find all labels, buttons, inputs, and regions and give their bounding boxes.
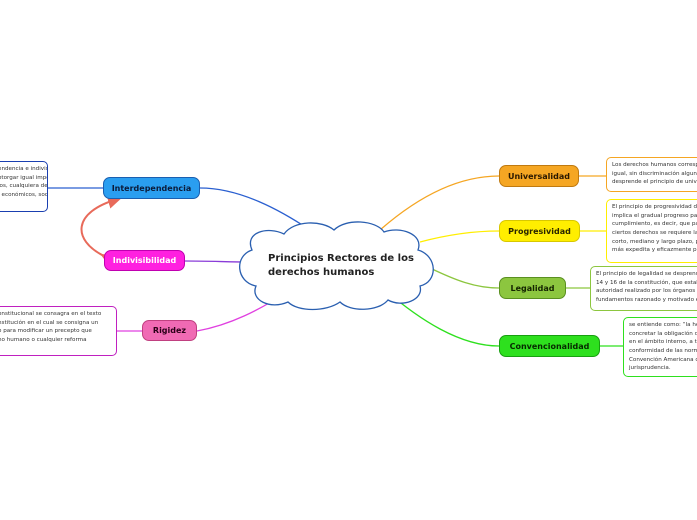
note-legalidad-line-1: El principio de legalidad se desprende [596, 271, 697, 277]
note-progresividad-line-3: cumplimiento, es decir, que par [612, 221, 697, 228]
central-cloud[interactable] [239, 221, 434, 311]
central-topic-line-1: Principios Rectores de los [268, 253, 414, 264]
note-universalidad-line-3: desprende el principio de unive [612, 179, 697, 186]
link-universalidad [379, 175, 500, 231]
node-indivisibilidad-label: Indivisibilidad [112, 256, 177, 265]
note-rigidez: onstitucional se consagra en el texto ns… [0, 306, 117, 356]
note-convencionalidad-line-2: concretar la obligación d [629, 330, 697, 337]
note-progresividad-line-5: corto, mediano y largo plazo, p [612, 238, 697, 245]
central-topic[interactable]: Principios Rectores de los derechos huma… [268, 252, 418, 279]
node-convencionalidad[interactable]: Convencionalidad [499, 335, 600, 357]
note-interdependencia-line-4: , económicos, sociales o [0, 191, 48, 198]
relationship-arrow [80, 194, 122, 267]
note-interdependencia-line-1: endencia e indivisibilidad [0, 166, 48, 172]
note-convencionalidad: se entiende como: “la he concretar la ob… [623, 317, 697, 377]
note-rigidez-line-1: onstitucional se consagra en el texto [0, 311, 102, 317]
node-universalidad-label: Universalidad [507, 171, 570, 181]
note-convencionalidad-line-6: jurisprudencia. [629, 365, 671, 372]
note-rigidez-line-2: nstitución en el cual se consigna un [0, 319, 99, 326]
node-progresividad[interactable]: Progresividad [499, 220, 580, 242]
node-universalidad[interactable]: Universalidad [499, 165, 579, 187]
node-progresividad-label: Progresividad [508, 226, 571, 236]
node-indivisibilidad[interactable]: Indivisibilidad [104, 250, 185, 271]
node-interdependencia[interactable]: Interdependencia [103, 177, 200, 199]
note-legalidad-line-2: 14 y 16 de la constitución, que establ [596, 279, 697, 286]
note-progresividad-line-1: El principio de progresividad de [612, 204, 697, 210]
note-universalidad-line-1: Los derechos humanos corresp [612, 162, 697, 168]
note-progresividad-line-6: más expedita y eficazmente po [612, 247, 697, 254]
note-convencionalidad-line-3: en el ámbito interno, a t [629, 339, 697, 346]
node-rigidez[interactable]: Rigidez [142, 320, 197, 341]
node-rigidez-label: Rigidez [152, 326, 187, 335]
note-legalidad-line-4: fundamentos razonado y motivado e [596, 296, 697, 303]
note-universalidad: Los derechos humanos corresp igual, sin … [606, 157, 697, 192]
note-progresividad-line-2: implica el gradual progreso par [612, 212, 697, 219]
node-legalidad[interactable]: Legalidad [499, 277, 566, 299]
link-legalidad [429, 267, 500, 289]
note-convencionalidad-line-4: conformidad de las norm [629, 347, 697, 354]
note-interdependencia: endencia e indivisibilidad otorgar igual… [0, 161, 48, 212]
central-topic-line-2: derechos humanos [268, 266, 375, 278]
note-interdependencia-line-3: los, cualquiera del que se [0, 183, 48, 190]
note-progresividad: El principio de progresividad de implica… [606, 199, 697, 263]
note-interdependencia-line-2: otorgar igual importancia a [0, 174, 47, 181]
node-interdependencia-label: Interdependencia [111, 183, 192, 193]
note-rigidez-line-3: o para modificar un precepto que [0, 328, 92, 335]
node-convencionalidad-label: Convencionalidad [509, 341, 590, 351]
note-convencionalidad-line-5: Convención Americana c [629, 356, 697, 363]
note-convencionalidad-line-1: se entiende como: “la he [629, 322, 697, 328]
note-legalidad-line-3: autoridad realizado por los órganos e [596, 288, 697, 295]
link-interdependencia [199, 187, 311, 231]
note-legalidad: El principio de legalidad se desprende 1… [590, 266, 697, 311]
note-progresividad-line-4: ciertos derechos se requiere la [612, 229, 697, 236]
link-progresividad [419, 230, 500, 243]
note-rigidez-line-4: ho humano o cualquier reforma [0, 336, 87, 343]
node-legalidad-label: Legalidad [510, 283, 555, 293]
note-universalidad-line-2: igual, sin discriminación alguna [612, 170, 697, 177]
